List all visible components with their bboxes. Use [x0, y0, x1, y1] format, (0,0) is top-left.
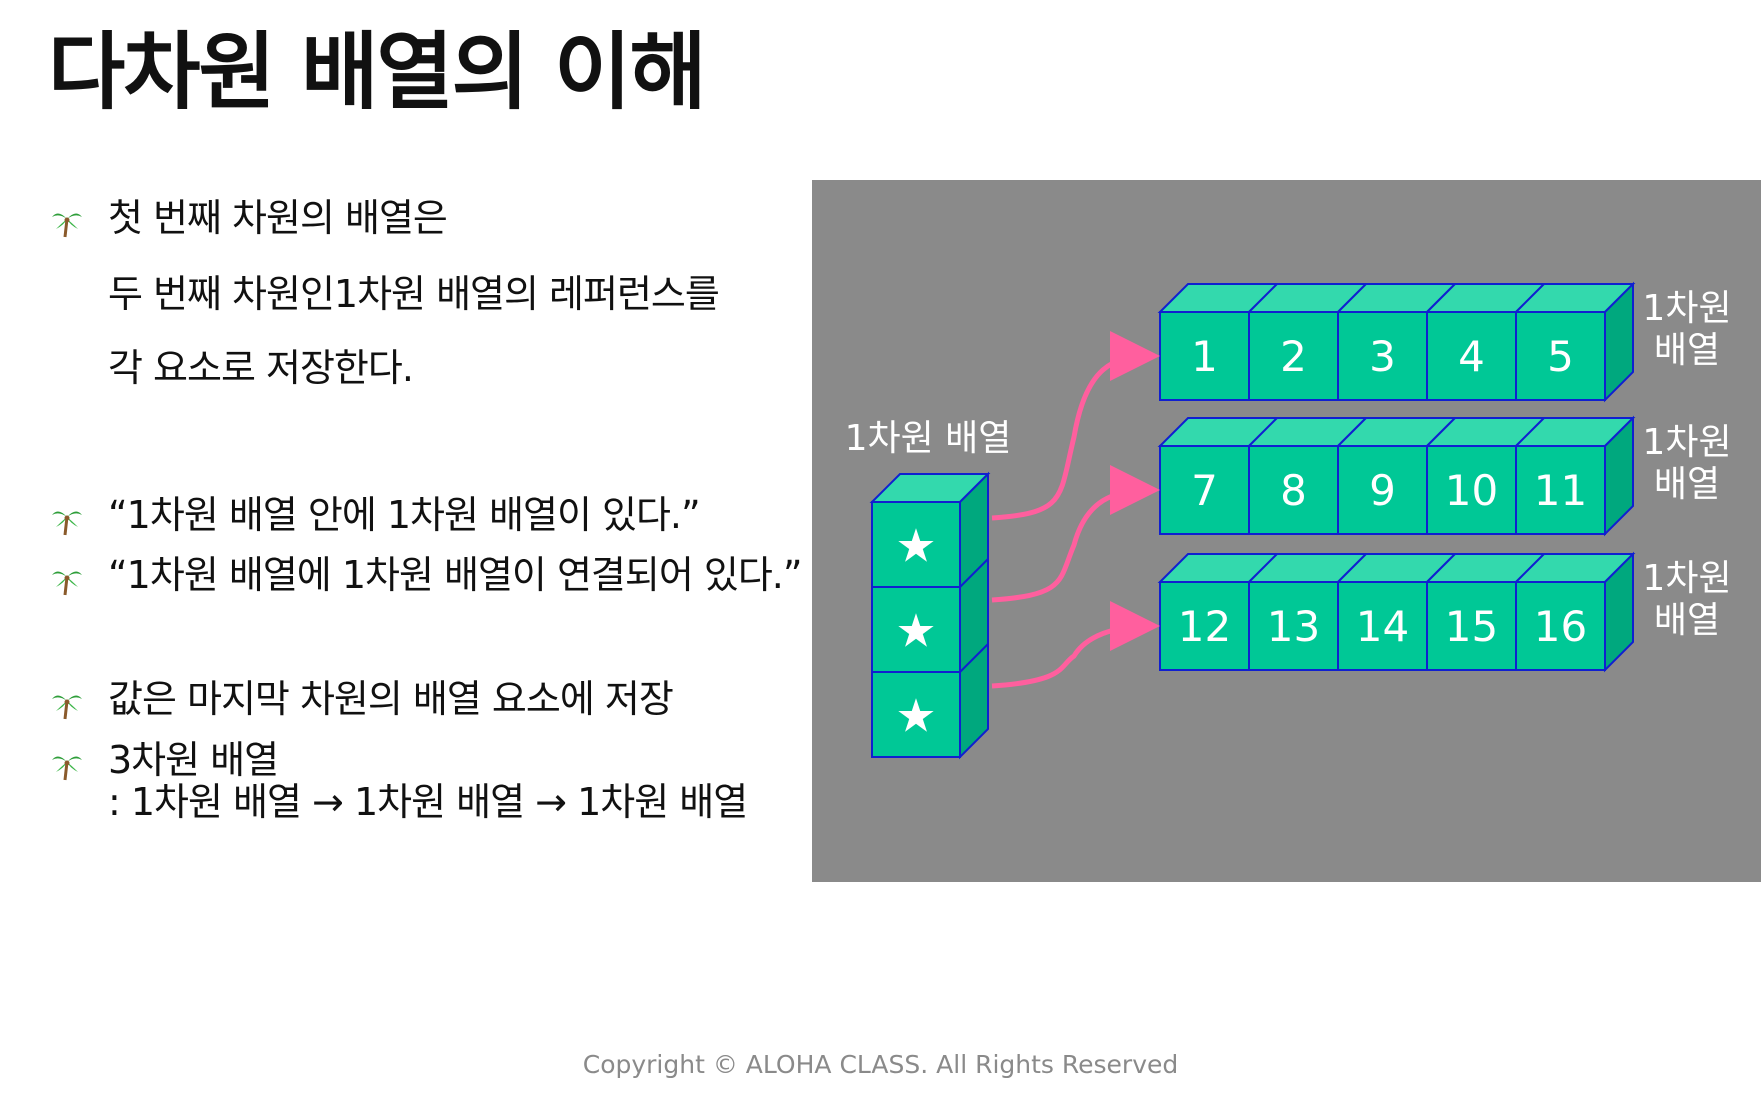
bullet-text-1-line3: 각 요소로 저장한다.	[108, 346, 414, 390]
row-label-line2: 배열	[1654, 600, 1720, 641]
array-cell	[1159, 581, 1250, 671]
array-cell	[1248, 311, 1339, 401]
row-label-line1: 1차원	[1642, 422, 1731, 463]
array-cell	[1248, 581, 1339, 671]
array-cell	[1515, 581, 1606, 671]
array-cell-value: 3	[1369, 332, 1396, 381]
array-cell-value: 4	[1458, 332, 1485, 381]
array-cell	[1515, 311, 1606, 401]
array-cell	[1337, 581, 1428, 671]
array-cell-value: 7	[1191, 466, 1218, 515]
palm-tree-icon	[52, 695, 82, 720]
row-label-line2: 배열	[1654, 464, 1720, 505]
vertical-array-side	[959, 471, 989, 760]
array-cell-value: 1	[1191, 332, 1218, 381]
row-label-line2: 배열	[1654, 330, 1720, 371]
bullet-text-1-line2: 두 번째 차원인1차원 배열의 레퍼런스를	[108, 272, 720, 316]
array-cell-value: 11	[1534, 466, 1587, 515]
array-cell-value: 16	[1534, 602, 1587, 651]
array-cell-value: 9	[1369, 466, 1396, 515]
reference-cell	[871, 671, 961, 758]
array-cell	[1248, 445, 1339, 535]
array-cell	[1159, 311, 1250, 401]
bullet-text-5-line2: : 1차원 배열 → 1차원 배열 → 1차원 배열	[108, 780, 748, 824]
array-cell-value: 5	[1547, 332, 1574, 381]
row-label-line1: 1차원	[1642, 288, 1731, 329]
page-title: 다차원 배열의 이해	[48, 23, 707, 121]
array-cell-value: 13	[1267, 602, 1320, 651]
vertical-array-label: 1차원 배열	[845, 418, 1012, 459]
array-cell	[1426, 311, 1517, 401]
array-cell	[1515, 445, 1606, 535]
bullet-text-3: “1차원 배열에 1차원 배열이 연결되어 있다.”	[108, 553, 803, 597]
star-icon: ★	[895, 689, 936, 743]
array-cell-value: 14	[1356, 602, 1409, 651]
array-cell	[1337, 311, 1428, 401]
bullet-text-2: “1차원 배열 안에 1차원 배열이 있다.”	[108, 493, 701, 537]
copyright-footer: Copyright © ALOHA CLASS. All Rights Rese…	[582, 1050, 1179, 1079]
star-icon: ★	[895, 604, 936, 658]
array-cell-value: 8	[1280, 466, 1307, 515]
array-cell-value: 10	[1445, 466, 1498, 515]
star-icon: ★	[895, 519, 936, 573]
palm-tree-icon	[52, 571, 82, 596]
bullet-text-5-line1: 3차원 배열	[108, 738, 279, 782]
array-cell-value: 2	[1280, 332, 1307, 381]
array-cell-value: 12	[1178, 602, 1231, 651]
bullet-text-1-line1: 첫 번째 차원의 배열은	[108, 196, 448, 240]
side-divider	[959, 558, 989, 588]
palm-tree-icon	[52, 213, 82, 238]
reference-cell	[871, 501, 961, 588]
array-cell-value: 15	[1445, 602, 1498, 651]
reference-arrow	[991, 465, 1160, 603]
palm-tree-icon	[52, 756, 82, 781]
reference-arrow	[991, 601, 1160, 689]
row-label-line1: 1차원	[1642, 558, 1731, 599]
reference-arrow	[991, 331, 1160, 521]
palm-tree-icon	[52, 511, 82, 536]
bullet-text-4: 값은 마지막 차원의 배열 요소에 저장	[108, 677, 674, 721]
side-divider	[959, 643, 989, 673]
array-cell	[1426, 445, 1517, 535]
